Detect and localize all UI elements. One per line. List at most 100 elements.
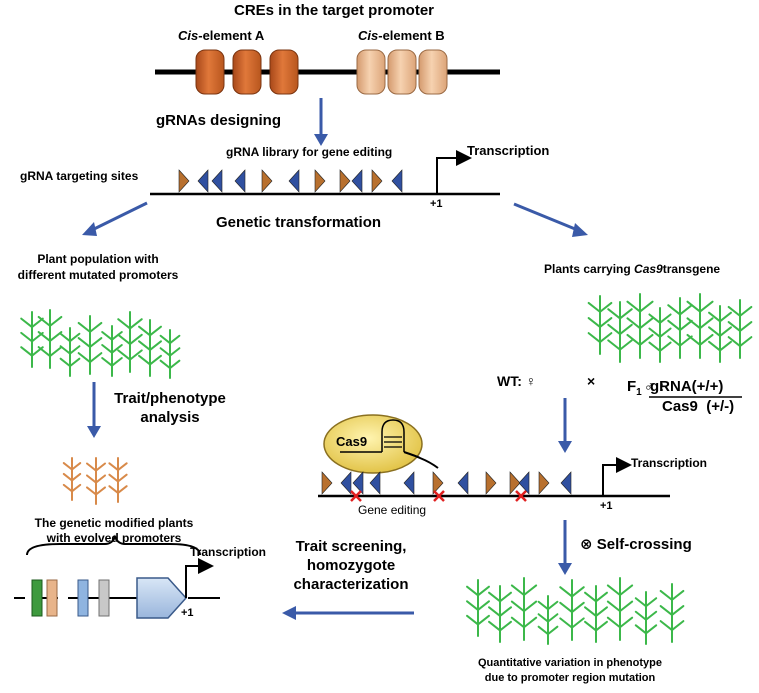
arrow-crossing <box>558 398 572 453</box>
screening-line3: characterization <box>293 576 409 593</box>
library-transcription-label: Transcription <box>467 143 550 158</box>
variant-green-plant <box>606 577 634 641</box>
cas9-green-plant <box>626 293 654 359</box>
cas9-green-plant <box>708 305 732 363</box>
gene-editing-label: Gene editing <box>358 503 427 517</box>
grna-triangle-reverse <box>340 471 352 495</box>
arrow-to-left-population <box>82 201 148 236</box>
editing-transcription-label: Transcription <box>631 456 708 470</box>
f1-subscript: 1 <box>636 387 642 398</box>
cas9-green-plant <box>727 299 753 359</box>
cas9-green-plant <box>686 293 714 359</box>
arrow-self-crossing <box>558 520 572 575</box>
wt-female-label: WT: ♀ <box>497 373 537 389</box>
arrow-trait-analysis <box>87 382 101 438</box>
green-plant <box>159 329 181 379</box>
modified-plants-label: The genetic modified plants with evolved… <box>2 516 226 546</box>
grna-triangle-reverse <box>234 169 246 193</box>
evolved-promoter-gene <box>14 558 220 619</box>
left-plus-one: +1 <box>181 607 194 619</box>
population-label: Plant population with different mutated … <box>0 251 196 283</box>
cis-element-b <box>356 49 448 95</box>
grna-triangle-forward <box>261 169 273 193</box>
grna-library-label: gRNA library for gene editing <box>226 145 393 159</box>
orange-element-box <box>46 579 58 617</box>
arrow-grna-designing <box>314 98 328 146</box>
trait-line1: Trait/phenotype <box>114 390 226 407</box>
cut-sites <box>350 490 527 502</box>
variation-label: Quantitative variation in phenotype due … <box>448 656 692 686</box>
cas9-green-plant <box>607 301 633 363</box>
grna-targeting-sites-label: gRNA targeting sites <box>20 169 139 183</box>
cas9-green-plant <box>667 297 693 359</box>
green-plant <box>117 311 143 373</box>
green-plant <box>37 309 63 369</box>
population-line1: Plant population with <box>37 252 159 266</box>
orange-plant <box>85 457 107 505</box>
editing-plus-one: +1 <box>600 500 613 512</box>
orange-plant <box>62 457 82 501</box>
editing-triangles <box>321 471 572 495</box>
cis-element-a-label: Cis-element A <box>178 28 264 43</box>
grna-triangle-forward <box>432 471 444 495</box>
f1-male-label: F1♂ : <box>627 378 664 398</box>
f1-male-symbol: ♂ : <box>643 378 665 395</box>
gray-element-box <box>98 579 110 617</box>
green-plant <box>77 315 103 375</box>
cas9-plants-label: Plants carrying Cas9transgene <box>544 262 720 276</box>
grna-triangle-reverse <box>457 471 469 495</box>
green-plant <box>101 325 123 377</box>
grna-triangle-forward <box>538 471 550 495</box>
grna-designing-label: gRNAs designing <box>156 112 282 129</box>
tss-arrow-editing <box>602 457 632 496</box>
grna-triangle-forward <box>321 471 333 495</box>
cas9-green-plant <box>587 295 613 355</box>
plant-population <box>20 309 181 379</box>
orange-plant <box>108 457 128 503</box>
variant-plants <box>466 577 685 645</box>
cas9-plants-suffix: transgene <box>662 262 721 276</box>
variant-green-plant <box>466 579 490 637</box>
grna-library-triangles <box>178 169 403 193</box>
variant-green-plant <box>634 591 658 645</box>
modified-line2: with evolved promoters <box>46 531 182 545</box>
cas9-genotype: Cas9 (+/-) <box>662 398 735 415</box>
selected-plants <box>62 457 128 505</box>
green-element-box <box>31 579 43 617</box>
title-cres: CREs in the target promoter <box>233 2 435 19</box>
arrow-to-right-cas9 <box>513 202 588 237</box>
cas9-complex <box>323 414 439 474</box>
f1-letter: F <box>627 378 637 395</box>
trait-screening-label: Trait screening, homozygote characteriza… <box>276 537 426 594</box>
cis-element-b-label: Cis-element B <box>358 28 445 43</box>
screening-line2: homozygote <box>306 557 396 574</box>
grna-triangle-reverse <box>352 471 364 495</box>
library-plus-one: +1 <box>430 198 443 210</box>
cas9-plants <box>587 293 753 363</box>
grna-triangle-reverse <box>211 169 223 193</box>
arrow-trait-screening <box>282 606 414 620</box>
variant-green-plant <box>559 579 585 641</box>
genetic-transformation-label: Genetic transformation <box>216 214 382 231</box>
variant-green-plant <box>488 585 512 643</box>
grna-triangle-reverse <box>560 471 572 495</box>
green-plant <box>138 319 162 377</box>
population-line2: different mutated promoters <box>17 268 179 282</box>
cross-symbol: × <box>587 373 596 389</box>
grna-triangle-forward <box>314 169 326 193</box>
green-plant <box>20 311 44 368</box>
grna-triangle-reverse <box>518 471 530 495</box>
modified-line1: The genetic modified plants <box>34 516 194 530</box>
grna-triangle-reverse <box>197 169 209 193</box>
blue-element-box <box>77 579 89 617</box>
trait-line2: analysis <box>140 409 200 426</box>
cis-element-a <box>195 49 299 95</box>
grna-triangle-forward <box>339 169 351 193</box>
trait-analysis-label: Trait/phenotype analysis <box>100 389 240 427</box>
cis-b-prefix: Cis <box>358 28 379 43</box>
grna-triangle-reverse <box>403 471 415 495</box>
variant-green-plant <box>584 585 608 643</box>
cas9-plants-prefix: Plants carrying <box>544 262 635 276</box>
